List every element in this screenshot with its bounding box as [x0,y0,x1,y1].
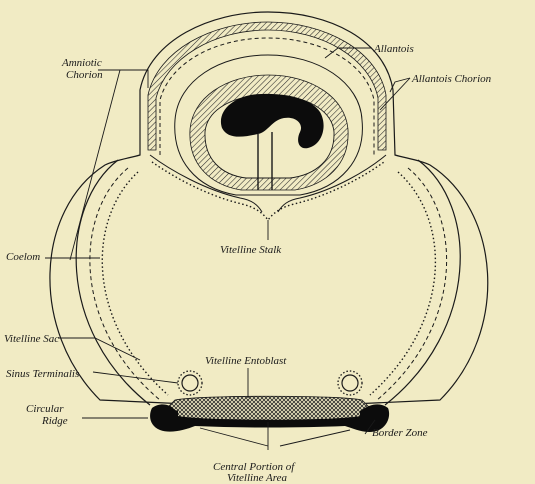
sinus-terminalis-left [182,375,198,391]
label-central-portion-2: Vitelline Area [227,472,287,484]
label-coelom: Coelom [6,251,40,263]
label-sinus-terminalis: Sinus Terminalis [6,368,79,380]
label-amniotic-chorion-1: Amniotic [61,57,102,69]
vitelline-area-top [178,401,360,420]
label-circular-ridge-1: Circular [26,403,64,415]
label-border-zone: Border Zone [372,427,428,439]
label-circular-ridge-2: Ridge [41,415,68,427]
vitelline-sac-outer-wall [76,160,460,405]
label-allantois-chorion: Allantois Chorion [411,73,492,85]
label-vitelline-entoblast: Vitelline Entoblast [205,355,287,367]
sinus-terminalis-right [342,375,358,391]
label-vitelline-sac: Vitelline Sac [4,333,59,345]
label-allantois: Allantois [373,43,414,55]
label-amniotic-chorion-2: Chorion [66,69,103,81]
label-vitelline-stalk: Vitelline Stalk [220,244,282,256]
